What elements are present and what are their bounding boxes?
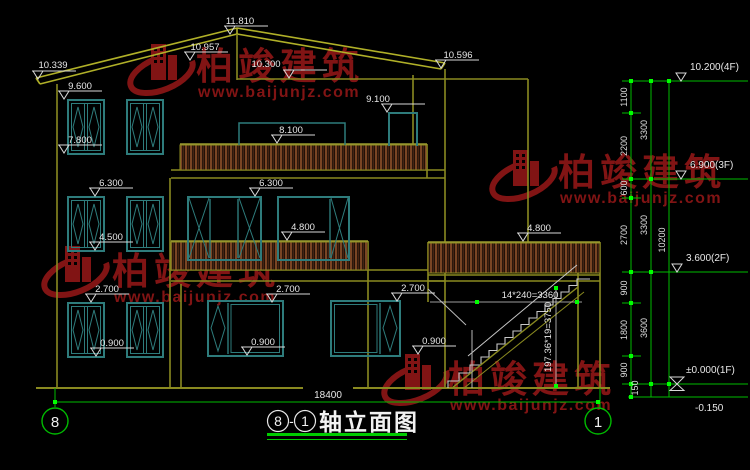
total-width-dim: 18400 xyxy=(314,390,342,401)
stair-stringer-2 xyxy=(463,291,585,389)
title-axis-left: 8 xyxy=(274,413,282,429)
mark-left-upper: 10.957 xyxy=(190,42,219,53)
right-eave-cap xyxy=(440,62,446,70)
title-underline-thin xyxy=(267,439,407,440)
mark-w1-sill-left: 0.900 xyxy=(100,338,124,349)
vdim-s6: 1800 xyxy=(619,320,629,340)
mark-w3-sill: 7.800 xyxy=(68,135,92,146)
window-3f-left-2 xyxy=(126,99,164,155)
right-roof-top-line xyxy=(236,27,446,64)
railing-right xyxy=(427,242,601,274)
grips xyxy=(53,79,671,404)
mark-w1-sill-right: 0.900 xyxy=(422,336,446,347)
watermark-brand: 柏竣建筑 xyxy=(558,151,726,193)
watermark-brand: 柏竣建筑 xyxy=(448,358,616,400)
left-roof-bottom-line xyxy=(39,33,238,85)
mark-right-eave: 10.596 xyxy=(443,50,472,61)
mark-left-eave: 10.339 xyxy=(38,60,67,71)
mark-balcony2-mid: 4.800 xyxy=(291,222,315,233)
watermark-url: www.baijunjz.com xyxy=(197,84,360,101)
level-4f: 10.200(4F) xyxy=(690,62,739,73)
mark-flat-roof: 10.300 xyxy=(251,59,280,70)
dim-grip xyxy=(554,384,558,388)
title-underline-thick xyxy=(267,433,407,436)
stair-brace xyxy=(427,288,467,326)
title-axis-left-circle xyxy=(266,409,290,433)
title-text: 轴立面图 xyxy=(319,409,419,435)
mark-w1-top-left: 2.700 xyxy=(95,284,119,295)
stair-stringer-1 xyxy=(451,286,579,389)
vdim-s7: 900 xyxy=(619,362,629,377)
vdim-t2: 3300 xyxy=(639,215,649,235)
window-1f-mid-left xyxy=(207,300,284,357)
stair-run-dim: 14*240=3360 xyxy=(502,290,559,301)
dim-grip xyxy=(475,300,479,304)
mark-w2-top-mid: 6.300 xyxy=(259,178,283,189)
watermark-bottom: 柏竣建筑 www.baijunjz.com xyxy=(379,354,616,414)
dim-grip xyxy=(554,286,558,290)
dimension-column: 1100 2200 600 2700 900 1800 900 150 3300… xyxy=(53,62,748,414)
dim-grip xyxy=(575,300,579,304)
axis-left-number: 8 xyxy=(51,414,59,431)
vdim-s2: 2200 xyxy=(619,136,629,156)
mark-w1-top-mid: 2.700 xyxy=(276,284,300,295)
left-eave-cap xyxy=(35,77,41,85)
watermark-right: 柏竣建筑 www.baijunjz.com xyxy=(487,150,726,207)
mark-w2-top-left: 6.300 xyxy=(99,178,123,189)
watermark-top: 柏竣建筑 www.baijunjz.com xyxy=(125,44,360,101)
mark-balcony2-right: 4.800 xyxy=(527,223,551,234)
window-1f-left-1 xyxy=(67,302,105,358)
mark-w1-top-right: 2.700 xyxy=(401,283,425,294)
level-ground: -0.150 xyxy=(695,403,724,414)
title-axis-right-circle xyxy=(293,409,317,433)
mark-balcony3: 8.100 xyxy=(279,125,303,136)
balcony-railing-2f xyxy=(170,241,369,271)
vdim-s4: 2700 xyxy=(619,225,629,245)
title-separator: - xyxy=(289,413,294,429)
stair-handrail xyxy=(467,264,578,357)
vdim-s3: 600 xyxy=(619,180,629,195)
mark-w3-top: 9.600 xyxy=(68,81,92,92)
balcony-railing-3f xyxy=(179,144,428,171)
vdim-t3: 3600 xyxy=(639,318,649,338)
railings xyxy=(170,143,601,274)
window-1f-left-2 xyxy=(126,302,164,358)
level-1f: ±0.000(1F) xyxy=(686,365,735,376)
axis-right-number: 1 xyxy=(594,414,602,431)
mark-w2-sill: 4.500 xyxy=(99,232,123,243)
right-roof-bottom-line xyxy=(236,33,442,70)
stair-steps xyxy=(447,278,590,388)
left-roof-top-line xyxy=(35,27,238,79)
door-2f-right xyxy=(277,196,350,261)
vdim-s8: 150 xyxy=(630,380,640,395)
vdim-t1: 3300 xyxy=(639,120,649,140)
axis-bubble-right xyxy=(584,407,612,435)
vdim-s1: 1100 xyxy=(619,87,629,106)
stair-bulkhead-outline xyxy=(388,112,418,146)
window-2f-left-2 xyxy=(126,196,164,252)
title-axis-right: 1 xyxy=(301,413,309,429)
vdim-s5: 900 xyxy=(619,280,629,295)
level-3f: 6.900(3F) xyxy=(690,160,733,171)
watermark-url: www.baijunjz.com xyxy=(449,397,612,414)
bottom-dimension: 18400 8 1 xyxy=(41,387,612,435)
windows xyxy=(67,99,418,358)
level-2f: 3.600(2F) xyxy=(686,253,729,264)
stair-rise-dim: 197.36*19=3750 xyxy=(543,302,554,372)
mark-stair-bulkhead: 9.100 xyxy=(366,94,390,105)
door-3f-top xyxy=(238,122,346,145)
elevation-markers: 11.810 10.957 10.339 10.300 10.596 9.600… xyxy=(31,16,562,357)
axis-bubble-left xyxy=(41,407,69,435)
watermark-logo-icon xyxy=(487,150,560,207)
drawing-title: 8 - 1 轴立面图 xyxy=(266,409,419,440)
staircase: 14*240=3360 197.36*19=3750 xyxy=(427,264,590,389)
door-2f-left xyxy=(187,196,262,261)
mark-peak: 11.810 xyxy=(226,16,254,27)
vdim-total: 10200 xyxy=(657,227,667,252)
window-1f-mid-right xyxy=(330,300,401,357)
mark-w1-sill-mid: 0.900 xyxy=(251,337,275,348)
roof xyxy=(35,27,446,85)
